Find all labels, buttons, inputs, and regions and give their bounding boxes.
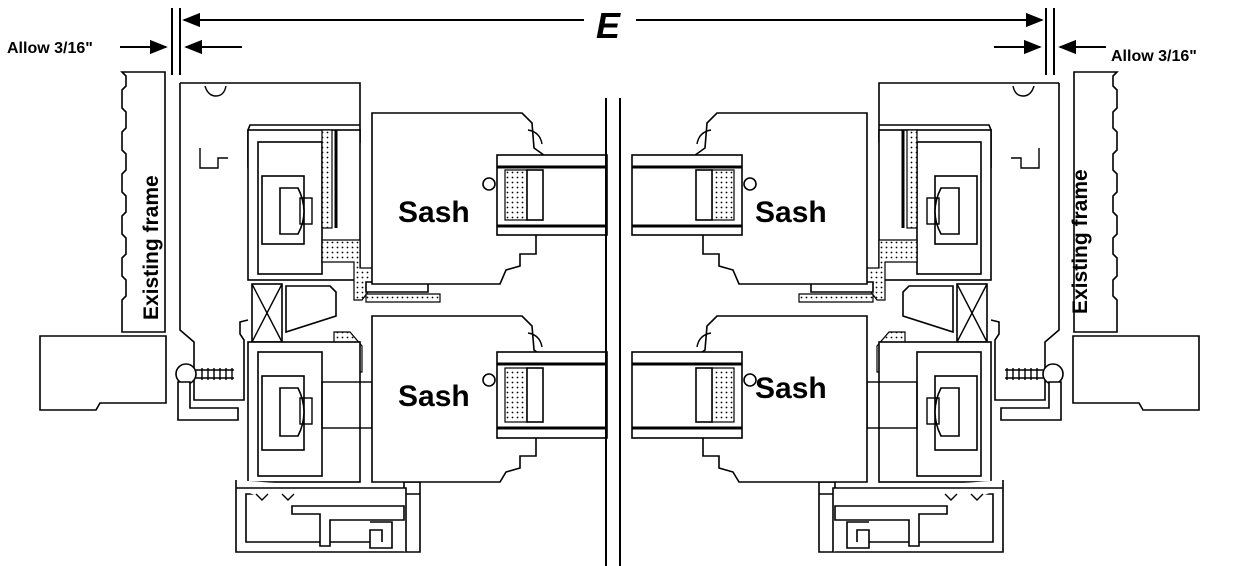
left-half-section bbox=[38, 70, 609, 554]
sash-top-left-label: Sash bbox=[398, 196, 470, 229]
existing-frame-left-label: Existing frame bbox=[140, 175, 163, 320]
dimension-label: E bbox=[596, 5, 621, 46]
allowance-left-label: Allow 3/16" bbox=[7, 40, 93, 57]
sash-bottom-right-label: Sash bbox=[755, 372, 827, 405]
right-half-section bbox=[630, 70, 1201, 554]
existing-frame-right-label: Existing frame bbox=[1069, 169, 1092, 314]
sash-bottom-left-label: Sash bbox=[398, 380, 470, 413]
sash-top-right-label: Sash bbox=[755, 196, 827, 229]
allowance-right-label: Allow 3/16" bbox=[1111, 48, 1197, 65]
